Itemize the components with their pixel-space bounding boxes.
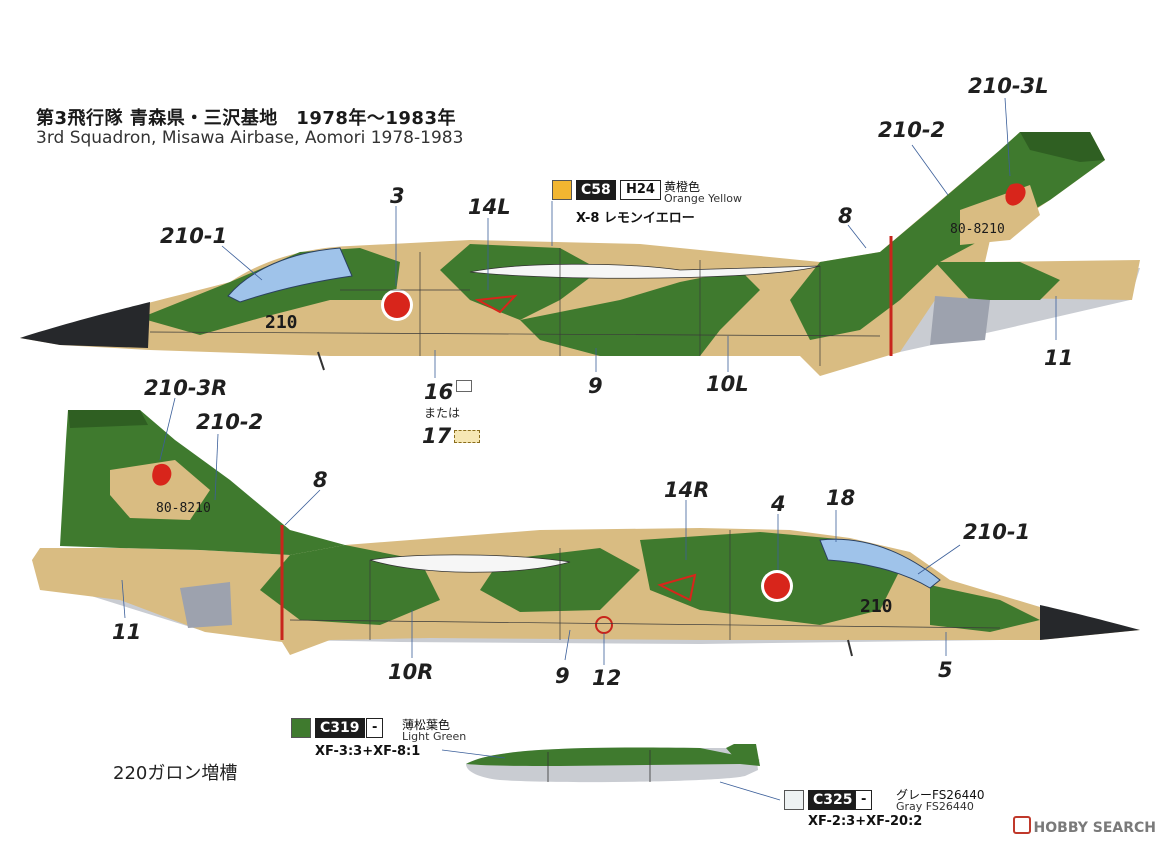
bottom-tail-emblem (152, 463, 172, 486)
bottom-radome (1040, 605, 1140, 640)
callout-3: 3 (390, 184, 405, 208)
title-english: 3rd Squadron, Misawa Airbase, Aomori 197… (36, 128, 464, 148)
top-nozzle (930, 296, 990, 345)
paint-name-jp-gray: グレーFS26440 (896, 788, 985, 802)
callout-17: 17 (422, 424, 452, 448)
top-camo-green-4 (790, 132, 1105, 340)
bottom-canopy (819, 538, 941, 589)
callout-12: 12 (592, 666, 622, 690)
drop-tank-label: 220ガロン増槽 (113, 763, 238, 784)
callout-210-1-top: 210-1 (160, 224, 228, 248)
top-arrow-14L (474, 294, 518, 314)
callout-14L: 14L (468, 195, 511, 219)
paint-mix-orange-yellow: X-8 レモンイエロー (576, 211, 695, 226)
paint-mix-light-green: XF-3:3+XF-8:1 (315, 744, 421, 759)
top-nose-number: 210 (265, 312, 298, 333)
aircraft-bottom-right-side: 210 80-8210 (32, 410, 1140, 657)
top-fin-tip (1020, 132, 1105, 162)
callout-210-2-top: 210-2 (878, 118, 946, 142)
swatch-light-green (291, 718, 311, 738)
callout-10L: 10L (706, 372, 749, 396)
paint-name-jp-orange-yellow: 黄橙色 (664, 180, 701, 194)
watermark: HOBBY SEARCH (1012, 816, 1156, 836)
paint-code-c58: C58 (576, 180, 616, 200)
watermark-text: HOBBY SEARCH (1033, 820, 1156, 836)
paint-name-en-light-green: Light Green (402, 730, 467, 743)
bottom-arrow-14R (657, 573, 697, 602)
paint-name-jp-light-green: 薄松葉色 (402, 718, 451, 732)
leader-lines (121, 97, 1057, 801)
callout-11-top: 11 (1044, 346, 1074, 370)
bottom-nozzle (180, 582, 232, 628)
callout-210-3L: 210-3L (968, 74, 1049, 98)
callout-210-3R: 210-3R (144, 376, 228, 400)
top-intake (469, 263, 821, 279)
paint-mix-gray: XF-2:3+XF-20:2 (808, 814, 923, 829)
top-tail-serial: 80-8210 (950, 222, 1005, 237)
top-camo-green-5 (935, 262, 1060, 300)
aircraft-top-left-side: 210 80-8210 (20, 132, 1140, 376)
callout-8-top: 8 (838, 204, 853, 228)
drop-tank-fin (726, 744, 760, 766)
paint-code-c319: C319 (315, 718, 365, 738)
callout-8-bottom: 8 (313, 468, 328, 492)
title-japanese: 第3飛行隊 青森県・三沢基地 1978年～1983年 (36, 108, 456, 129)
top-tail-emblem (1005, 183, 1026, 206)
callout-210-2-bottom: 210-2 (196, 410, 264, 434)
callout-4: 4 (771, 492, 786, 516)
hobby-search-logo-icon (1012, 816, 1031, 834)
paint-code-light-green-h: - (366, 718, 384, 738)
paint-name-en-orange-yellow: Orange Yellow (664, 192, 743, 205)
top-radome (20, 302, 150, 348)
callout-9-bottom: 9 (555, 664, 570, 688)
bottom-camo-green-4 (930, 585, 1040, 632)
marking-16-icon (456, 380, 472, 392)
paint-code-h24: H24 (620, 180, 661, 200)
paint-code-gray-h: - (855, 790, 873, 810)
callout-9-top: 9 (588, 374, 603, 398)
bottom-tail-serial: 80-8210 (156, 501, 211, 516)
bottom-tail-fin (60, 410, 345, 555)
paint-name-en-gray: Gray FS26440 (896, 800, 974, 813)
bottom-fin-tan (110, 460, 210, 520)
callout-18: 18 (826, 486, 856, 510)
bottom-intake (369, 554, 571, 573)
bottom-fin-tip (68, 410, 148, 428)
paint-code-c325: C325 (808, 790, 858, 810)
marking-17-icon (454, 430, 480, 443)
callout-10R: 10R (388, 660, 434, 684)
swatch-gray (784, 790, 804, 810)
callout-210-1-bottom: 210-1 (963, 520, 1031, 544)
callout-5: 5 (938, 658, 953, 682)
callout-11-bottom: 11 (112, 620, 142, 644)
bottom-nose-number: 210 (860, 596, 893, 617)
callout-16: 16 (424, 380, 454, 404)
swatch-orange-yellow (552, 180, 572, 200)
drop-tank-green (466, 747, 760, 766)
or-label: または (424, 406, 461, 420)
drop-tank (466, 744, 760, 783)
callout-14R: 14R (664, 478, 710, 502)
